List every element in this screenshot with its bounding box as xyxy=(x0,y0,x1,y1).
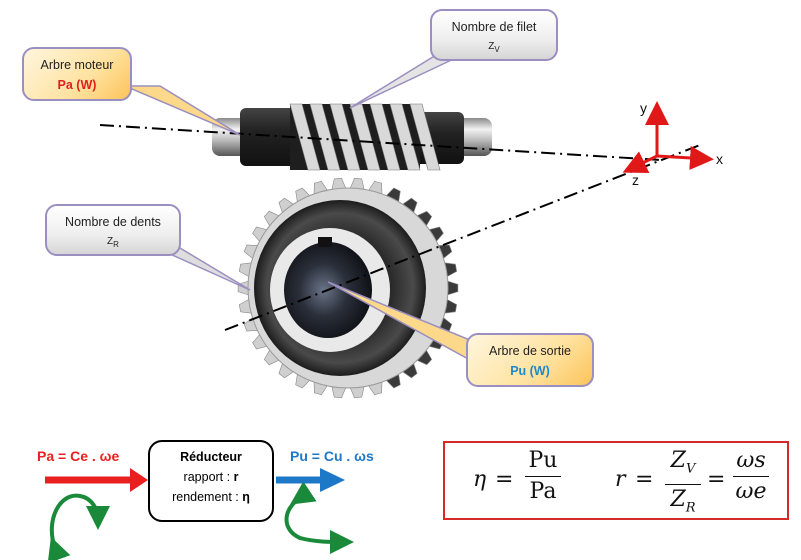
r-numerator-z: ZV xyxy=(670,448,696,477)
callout-arbre-moteur-value: Pa (W) xyxy=(57,78,97,92)
callout-arbre-moteur-title: Arbre moteur xyxy=(40,58,114,72)
reducer-title: Réducteur xyxy=(180,450,242,464)
wheel-axis-line xyxy=(224,144,701,331)
worm-axis-line xyxy=(99,124,661,161)
r-symbol: r xyxy=(615,467,626,492)
callout-arbre-sortie-value: Pu (W) xyxy=(510,364,550,378)
reducer-box: Réducteur rapport : r rendement : η xyxy=(148,440,274,522)
worm-thread xyxy=(409,103,441,171)
input-rotation-arrow xyxy=(47,493,110,560)
y-axis-label: y xyxy=(640,100,647,116)
eta-equals: = xyxy=(495,467,514,492)
eta-denominator: Pa xyxy=(529,479,557,504)
output-rotation-arrow xyxy=(284,481,354,554)
equations-box: η = Pu Pa r = ZV ZR = ωs ωe xyxy=(443,441,789,520)
callout-nombre-dents: Nombre de dents ZR xyxy=(45,204,181,256)
worm-wheel xyxy=(237,177,459,399)
r-numerator-omega: ωs xyxy=(736,448,766,473)
worm-thread xyxy=(289,103,321,171)
callout-nombre-filet-title: Nombre de filet xyxy=(451,20,537,34)
callout-arbre-sortie: Arbre de sortie Pu (W) xyxy=(466,333,594,387)
r-fraction-omega: ωs ωe xyxy=(733,448,769,505)
x-axis-arrow xyxy=(656,145,714,170)
callout-nombre-filet: Nombre de filet ZV xyxy=(430,9,558,61)
input-power-formula: Pa = Ce . ωe xyxy=(37,448,120,464)
x-axis-label: x xyxy=(716,151,723,167)
callout-nombre-dents-title: Nombre de dents xyxy=(65,215,161,229)
callout-nombre-filet-symbol: ZV xyxy=(488,41,500,54)
r-denominator-z: ZR xyxy=(670,487,696,516)
z-axis-label: z xyxy=(632,172,639,188)
r-equals: = xyxy=(635,467,654,492)
callout-nombre-dents-symbol: ZR xyxy=(107,236,119,249)
eta-fraction: Pu Pa xyxy=(525,448,561,505)
worm-thread xyxy=(309,103,341,171)
output-power-formula: Pu = Cu . ωs xyxy=(290,448,374,464)
output-arrowhead xyxy=(320,468,345,492)
eta-numerator: Pu xyxy=(528,448,558,473)
worm-screw xyxy=(212,103,492,171)
worm-thread xyxy=(329,103,361,171)
reducer-ratio: rapport : r xyxy=(183,470,239,484)
z-axis-arrow xyxy=(622,151,658,173)
pointer-nombre-filet xyxy=(349,54,463,109)
r-denominator-omega: ωe xyxy=(735,479,767,504)
r-fraction-z: ZV ZR xyxy=(665,448,701,522)
worm-thread xyxy=(389,103,421,171)
r-equals-2: = xyxy=(707,467,726,492)
pointer-arbre-moteur xyxy=(124,85,241,136)
input-arrowhead xyxy=(130,468,148,492)
worm-thread xyxy=(369,103,401,171)
eta-symbol: η xyxy=(473,467,487,492)
reducer-efficiency: rendement : η xyxy=(172,490,250,504)
coordinate-axes xyxy=(622,101,714,173)
callout-arbre-moteur: Arbre moteur Pa (W) xyxy=(22,47,132,101)
callout-arbre-sortie-title: Arbre de sortie xyxy=(489,344,571,358)
